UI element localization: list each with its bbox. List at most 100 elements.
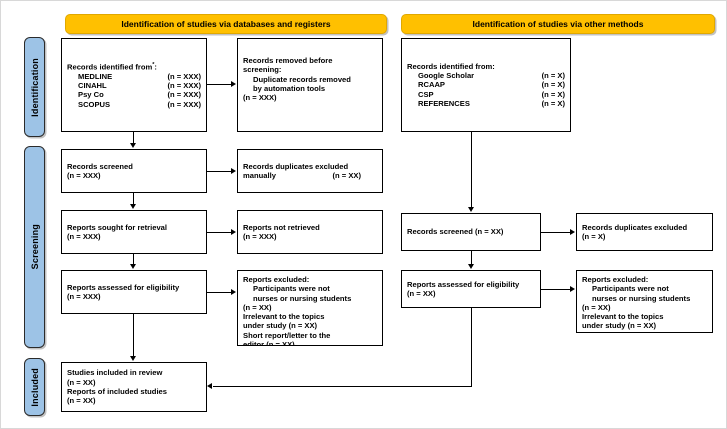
box-reports-excluded-other: Reports excluded: Participants were not … <box>576 270 713 333</box>
source-list-heading-superscript: * <box>152 61 155 68</box>
box-records-identified-other: Records identified from: Google Scholar … <box>401 38 571 132</box>
source-list-databases: Records identified from*: MEDLINE (n = X… <box>67 61 201 109</box>
connector-identified-to-removed <box>207 84 232 86</box>
excluded-reason: editor (n = XX) <box>243 340 295 346</box>
source-list-heading-colon: : <box>154 62 157 72</box>
reports-not-retrieved-line-1: Reports not retrieved <box>243 222 320 232</box>
source-row: Google Scholar (n = X) <box>407 71 565 80</box>
box-duplicates-excluded-other: Records duplicates excluded (n = X) <box>576 213 713 251</box>
connector-other-assessed-left-to-included <box>213 386 472 388</box>
source-row: CINAHL (n = XXX) <box>67 81 201 90</box>
arrowhead-identified-to-screened <box>130 143 137 148</box>
box-reports-assessed-other: Reports assessed for eligibility (n = XX… <box>401 270 541 308</box>
reports-assessed-other-line-1: Reports assessed for eligibility <box>407 279 520 289</box>
source-row: CSP (n = X) <box>407 90 565 99</box>
arrowhead-assessed-to-included <box>130 356 137 361</box>
removed-line-3: Duplicate records removed <box>253 74 351 84</box>
box-reports-assessed-databases: Reports assessed for eligibility (n = XX… <box>61 270 207 314</box>
excluded-other-reason: (n = XX) <box>582 302 611 312</box>
source-count: (n = X) <box>541 98 565 108</box>
arrowhead-other-screened-to-duplicates <box>570 229 575 236</box>
excluded-other-reason: Irrelevant to the topics <box>582 312 664 322</box>
excluded-other-heading: Reports excluded: <box>582 275 649 284</box>
reports-assessed-other-line-2: (n = XX) <box>407 289 436 298</box>
removed-line-2: screening: <box>243 65 282 75</box>
source-list-other: Records identified from: Google Scholar … <box>407 62 565 108</box>
source-list-heading-text: Records identified from <box>67 62 153 72</box>
excluded-reason: under study (n = XX) <box>243 321 318 331</box>
excluded-other-reason: nurses or nursing students <box>592 293 691 303</box>
removed-line-1: Records removed before <box>243 56 333 65</box>
source-count: (n = X) <box>541 71 565 81</box>
duplicates-count: (n = XX) <box>332 171 361 180</box>
arrowhead-other-identified-to-screened <box>468 207 475 212</box>
box-records-identified-databases: Records identified from*: MEDLINE (n = X… <box>61 38 207 132</box>
connector-other-screened-to-assessed <box>471 251 473 264</box>
connector-identified-to-screened <box>133 132 135 144</box>
source-name: Psy Co <box>78 90 104 100</box>
banner-other-methods: Identification of studies via other meth… <box>401 14 715 34</box>
source-name: CINAHL <box>78 81 107 91</box>
box-records-screened-other: Records screened (n = XX) <box>401 213 541 251</box>
excluded-reason: nurses or nursing students <box>253 293 352 303</box>
source-count: (n = XXX) <box>167 81 201 91</box>
source-name: SCOPUS <box>78 99 111 109</box>
connector-other-identified-to-screened <box>471 132 473 207</box>
source-row: MEDLINE (n = XXX) <box>67 72 201 81</box>
duplicates-line-2: manually (n = XX) <box>243 171 377 180</box>
source-list-heading: Records identified from: <box>407 61 495 71</box>
arrowhead-screened-to-sought <box>130 204 137 209</box>
reports-assessed-line-1: Reports assessed for eligibility <box>67 282 180 292</box>
included-line-3: Reports of included studies <box>67 387 167 396</box>
source-row: REFERENCES (n = X) <box>407 99 565 108</box>
duplicates-manually-label: manually <box>243 171 276 180</box>
source-count: (n = X) <box>541 80 565 90</box>
arrowhead-other-screened-to-assessed <box>468 264 475 269</box>
phase-bar-identification: Identification <box>24 37 45 137</box>
reports-not-retrieved-line-2: (n = XXX) <box>243 232 277 241</box>
phase-label-identification: Identification <box>29 57 40 117</box>
banner-databases-and-registers: Identification of studies via databases … <box>65 14 387 34</box>
excluded-other-reason: Participants were not <box>592 284 669 294</box>
excluded-other-reason: under study (n = XX) <box>582 321 657 331</box>
included-line-2: (n = XX) <box>67 377 96 387</box>
source-row: Psy Co (n = XXX) <box>67 90 201 99</box>
reports-sought-line-2: (n = XXX) <box>67 232 101 241</box>
banner-other-label: Identification of studies via other meth… <box>472 19 644 29</box>
source-name: MEDLINE <box>78 71 113 81</box>
arrowhead-other-assessed-to-excluded <box>570 286 575 293</box>
arrowhead-sought-to-assessed <box>130 264 137 269</box>
arrowhead-other-to-included <box>207 383 212 390</box>
connector-sought-to-not-retrieved <box>207 232 232 234</box>
source-count: (n = XXX) <box>167 99 201 109</box>
connector-other-assessed-to-excluded <box>541 289 571 291</box>
connector-sought-to-assessed <box>133 254 135 264</box>
box-records-removed-before-screening: Records removed before screening: Duplic… <box>237 38 383 132</box>
connector-screened-to-duplicates <box>207 171 232 173</box>
box-duplicates-excluded-manually: Records duplicates excluded manually (n … <box>237 149 383 193</box>
source-count: (n = XXX) <box>167 90 201 100</box>
excluded-heading: Reports excluded: <box>243 275 310 284</box>
duplicates-line-1: Records duplicates excluded <box>243 161 349 171</box>
records-screened-line-1: Records screened <box>67 161 133 171</box>
phase-bar-included: Included <box>24 358 45 416</box>
box-records-screened-databases: Records screened (n = XXX) <box>61 149 207 193</box>
box-reports-sought-for-retrieval: Reports sought for retrieval (n = XXX) <box>61 210 207 254</box>
arrowhead-sought-to-not-retrieved <box>231 229 236 236</box>
duplicates-other-line-1: Records duplicates excluded <box>582 222 688 232</box>
excluded-reason: Irrelevant to the topics <box>243 312 325 322</box>
excluded-reason: Participants were not <box>253 284 330 294</box>
arrowhead-assessed-to-excluded <box>231 289 236 296</box>
box-reports-not-retrieved: Reports not retrieved (n = XXX) <box>237 210 383 254</box>
phase-label-screening: Screening <box>29 224 40 270</box>
arrowhead-screened-to-duplicates <box>231 168 236 175</box>
source-name: RCAAP <box>418 80 446 90</box>
source-count: (n = XXX) <box>167 71 201 81</box>
connector-other-assessed-down <box>471 308 473 387</box>
box-studies-included-in-review: Studies included in review (n = XX) Repo… <box>61 362 207 412</box>
records-screened-other-line-1: Records screened (n = XX) <box>407 227 504 237</box>
banner-databases-label: Identification of studies via databases … <box>121 19 331 29</box>
connector-other-screened-to-duplicates <box>541 232 571 234</box>
source-name: Google Scholar <box>418 71 475 81</box>
